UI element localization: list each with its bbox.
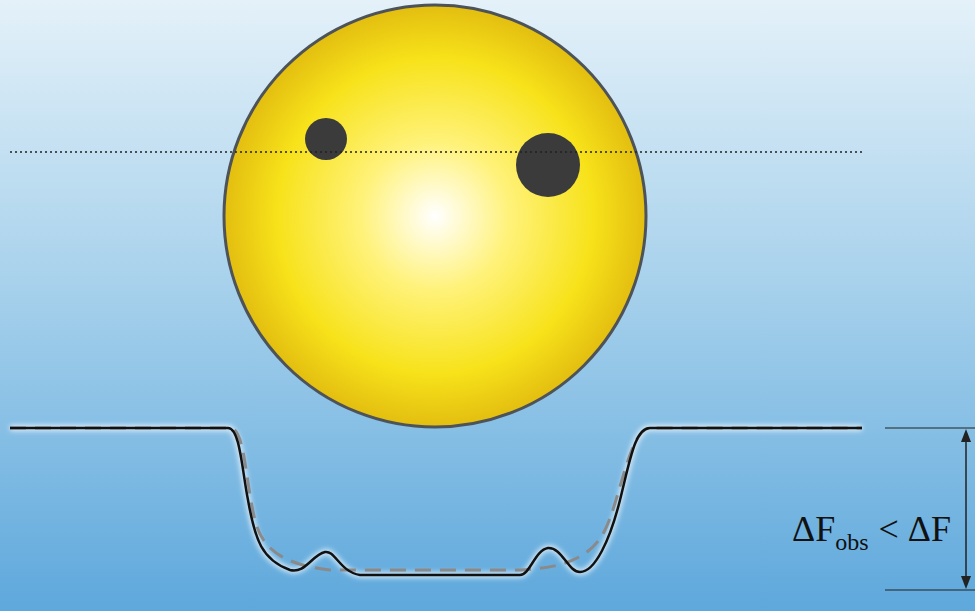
star-spot bbox=[516, 133, 580, 197]
arrow-head bbox=[961, 429, 971, 442]
depth-guide bbox=[885, 427, 975, 428]
curve-glow bbox=[10, 428, 862, 575]
arrow-head bbox=[961, 576, 971, 589]
transit-chord bbox=[10, 151, 862, 153]
star-spot bbox=[305, 118, 347, 160]
star-disk bbox=[224, 5, 646, 427]
depth-arrow bbox=[965, 438, 967, 580]
depth-guide bbox=[885, 589, 975, 590]
equation-label: ΔF bbox=[792, 509, 835, 549]
depth-equation: ΔFobs< ΔF bbox=[792, 508, 951, 551]
observed-light-curve bbox=[10, 428, 862, 575]
subscript-label: obs bbox=[835, 529, 868, 555]
equation-label: < ΔF bbox=[879, 509, 951, 549]
model-light-curve bbox=[10, 428, 862, 570]
